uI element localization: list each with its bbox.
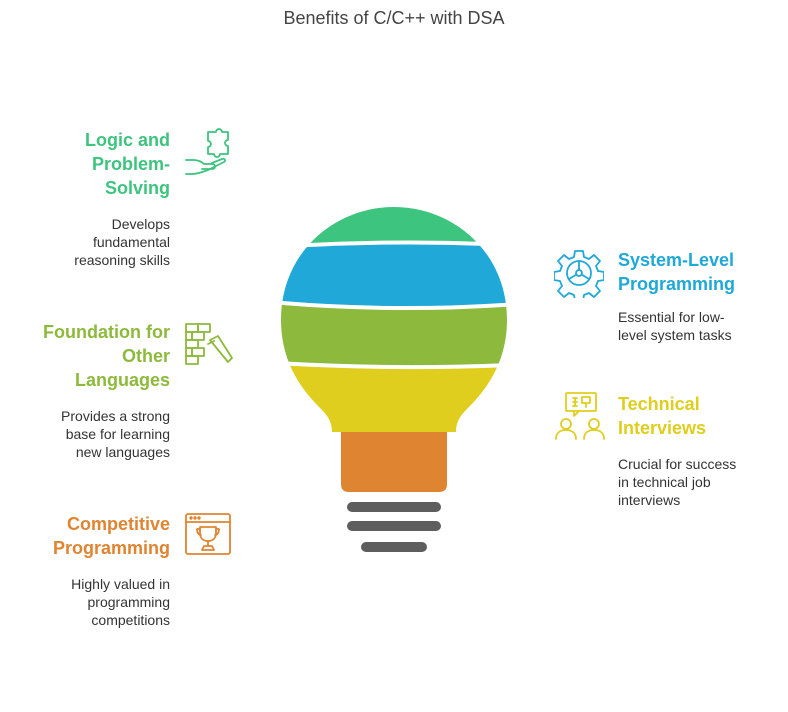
bulb-base-ring-1 — [347, 502, 441, 512]
bulb-base-ring-3 — [361, 542, 427, 552]
interview-people-icon — [554, 391, 606, 441]
item-foundation-title: Foundation for Other Languages — [43, 322, 170, 390]
gear-icon — [554, 248, 604, 298]
item-logic-desc: Develops fundamental reasoning skills — [74, 216, 170, 268]
bricks-trowel-icon — [184, 322, 234, 366]
puzzle-hand-icon — [184, 128, 234, 176]
trophy-window-icon — [184, 512, 234, 560]
bulb-band-yellow — [281, 364, 507, 432]
bulb-base-ring-2 — [347, 521, 441, 531]
bulb-band-olive — [281, 303, 507, 366]
item-foundation-desc: Provides a strong base for learning new … — [61, 408, 170, 460]
bulb-neck-orange — [341, 432, 447, 492]
bulb-band-green — [281, 207, 507, 246]
item-system-title: System-Level Programming — [618, 250, 736, 294]
item-logic-title: Logic and Problem- Solving — [85, 130, 170, 198]
item-system-desc: Essential for low- level system tasks — [618, 309, 732, 343]
bulb-band-blue — [281, 244, 507, 307]
item-competitive-title: Competitive Programming — [52, 514, 170, 558]
item-interviews-title: Technical Interviews — [618, 394, 707, 438]
item-interviews-desc: Crucial for success in technical job int… — [618, 456, 737, 508]
item-competitive-desc: Highly valued in programming competition… — [71, 576, 170, 628]
diagram-title: Benefits of C/C++ with DSA — [283, 8, 505, 28]
